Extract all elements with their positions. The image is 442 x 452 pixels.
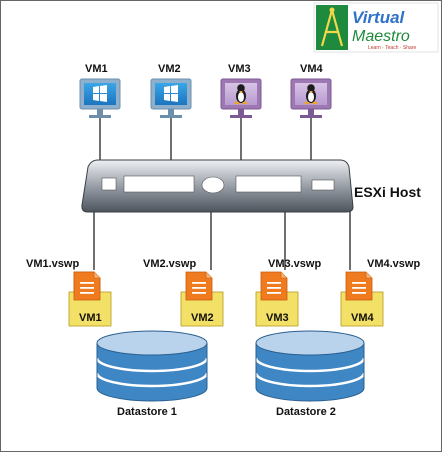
linux-monitor-icon	[220, 78, 262, 160]
datastore-2: Datastore 2	[254, 330, 366, 418]
swap-file-icon	[345, 271, 373, 301]
swap-file-name: VM3.vswp	[268, 258, 321, 270]
swap-file-2: VM2.vswp VM2	[143, 258, 224, 327]
datastore-label: Datastore 1	[117, 406, 177, 418]
windows-monitor-icon	[150, 78, 192, 160]
logo-line2: Maestro	[352, 28, 410, 45]
swap-file-icon	[260, 271, 288, 301]
vm3: VM3	[220, 63, 262, 160]
vm-label: VM3	[228, 63, 251, 75]
vm-tag: VM1	[79, 312, 102, 324]
esxi-host: ESXi Host	[81, 159, 421, 213]
vm-label: VM4	[300, 63, 324, 75]
swap-file-name: VM2.vswp	[143, 258, 196, 270]
virtual-maestro-logo: Virtual Maestro Learn · Teach · Share	[313, 2, 439, 53]
datastore-1: Datastore 1	[95, 330, 209, 418]
swap-file-1: VM1.vswp VM1	[26, 258, 112, 327]
swap-file-icon	[185, 271, 213, 301]
host-label: ESXi Host	[354, 184, 421, 200]
database-icon	[254, 330, 366, 402]
vm-label: VM2	[158, 63, 181, 75]
database-icon	[95, 330, 209, 402]
host-connectors	[93, 205, 351, 270]
swap-file-name: VM4.vswp	[367, 258, 420, 270]
vm4: VM4	[290, 63, 332, 160]
vm1: VM1	[79, 63, 121, 160]
logo-tagline: Learn · Teach · Share	[368, 45, 416, 51]
server-chassis-icon	[81, 159, 354, 213]
swap-file-name: VM1.vswp	[26, 258, 79, 270]
linux-monitor-icon	[290, 78, 332, 160]
vm-tag: VM3	[266, 312, 289, 324]
vm2: VM2	[150, 63, 192, 160]
windows-monitor-icon	[79, 78, 121, 160]
vm-label: VM1	[85, 63, 108, 75]
logo-line1: Virtual	[352, 8, 406, 27]
vm-tag: VM2	[191, 312, 214, 324]
swap-file-4: VM4.vswp VM4	[340, 258, 420, 327]
swap-file-3: VM3.vswp VM3	[255, 258, 321, 327]
datastore-label: Datastore 2	[276, 406, 336, 418]
vm-tag: VM4	[351, 312, 375, 324]
